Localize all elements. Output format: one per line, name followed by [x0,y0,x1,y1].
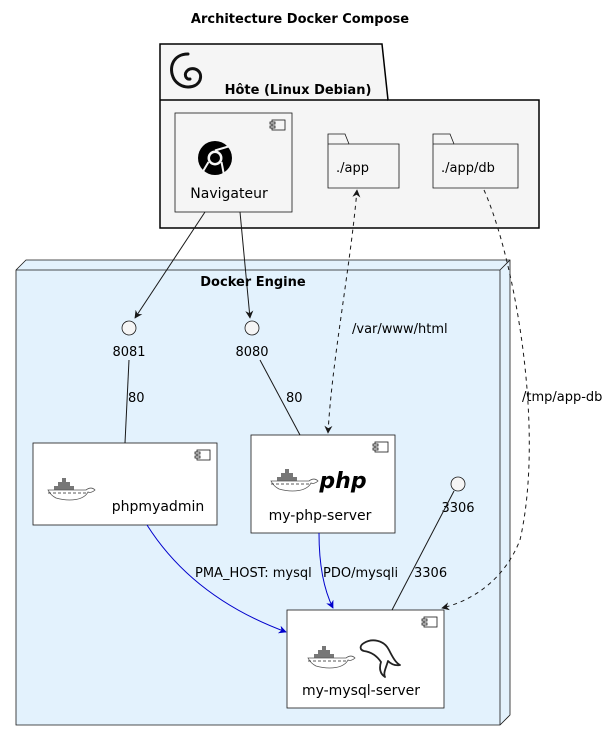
docker-engine-label: Docker Engine [200,275,306,290]
php-logo-icon: php [318,469,366,494]
port-8080: 8080 [235,320,269,360]
diagram-title: Architecture Docker Compose [191,12,409,27]
php-server-container[interactable]: php my-php-server [250,434,396,534]
edge-8080-label: 80 [286,391,303,406]
chrome-icon [198,141,232,176]
port-8081-label: 8081 [112,345,145,360]
docker-whale-icon [270,469,319,492]
edge-db-volume-label: /tmp/app-db [522,390,602,405]
component-stereotype-icon [269,119,286,131]
edge-db-volume: /tmp/app-db [441,189,602,611]
phpmyadmin-label: phpmyadmin [112,499,204,515]
edge-8081-label: 80 [128,391,145,406]
docker-whale-icon [307,646,356,669]
svg-text:php: php [318,469,366,494]
debian-swirl-icon [170,52,203,89]
browser-label: Navigateur [190,186,268,202]
browser-component[interactable]: Navigateur [174,112,293,213]
port-8080-label: 8080 [235,345,268,360]
edge-browser-8080 [239,211,254,319]
folder-app-label: ./app [336,161,369,176]
edge-8080-php: 80 [259,359,303,436]
edge-3306-mysql: 3306 [391,490,455,611]
edge-php-mysql: PDO/mysqli [318,532,398,609]
php-server-label: my-php-server [269,508,372,524]
folder-app-db-label: ./app/db [441,161,495,176]
edge-app-volume-label: /var/www/html [352,322,448,337]
mysql-dolphin-icon [359,639,401,678]
edge-php-mysql-label: PDO/mysqli [323,566,398,581]
component-stereotype-icon [194,449,211,461]
mysql-server-label: my-mysql-server [302,683,420,699]
port-8081: 8081 [112,320,146,360]
port-3306-label: 3306 [441,501,474,516]
folder-app[interactable]: ./app [327,133,400,189]
host-label: Hôte (Linux Debian) [225,83,372,98]
edge-phpmyadmin-mysql: PMA_HOST: mysql [146,524,312,634]
edge-pma-mysql-label: PMA_HOST: mysql [195,566,312,581]
port-3306: 3306 [441,476,475,516]
docker-whale-icon [47,478,96,501]
mysql-server-container[interactable]: my-mysql-server [286,609,445,709]
folder-app-db[interactable]: ./app/db [432,133,519,189]
component-stereotype-icon [421,616,438,628]
edge-3306-label: 3306 [414,566,447,581]
edge-app-volume: /var/www/html [324,189,448,434]
edge-8081-phpmyadmin: 80 [124,359,145,444]
component-stereotype-icon [372,441,389,453]
phpmyadmin-container[interactable]: phpmyadmin [32,442,218,526]
edge-browser-8081 [134,211,206,319]
